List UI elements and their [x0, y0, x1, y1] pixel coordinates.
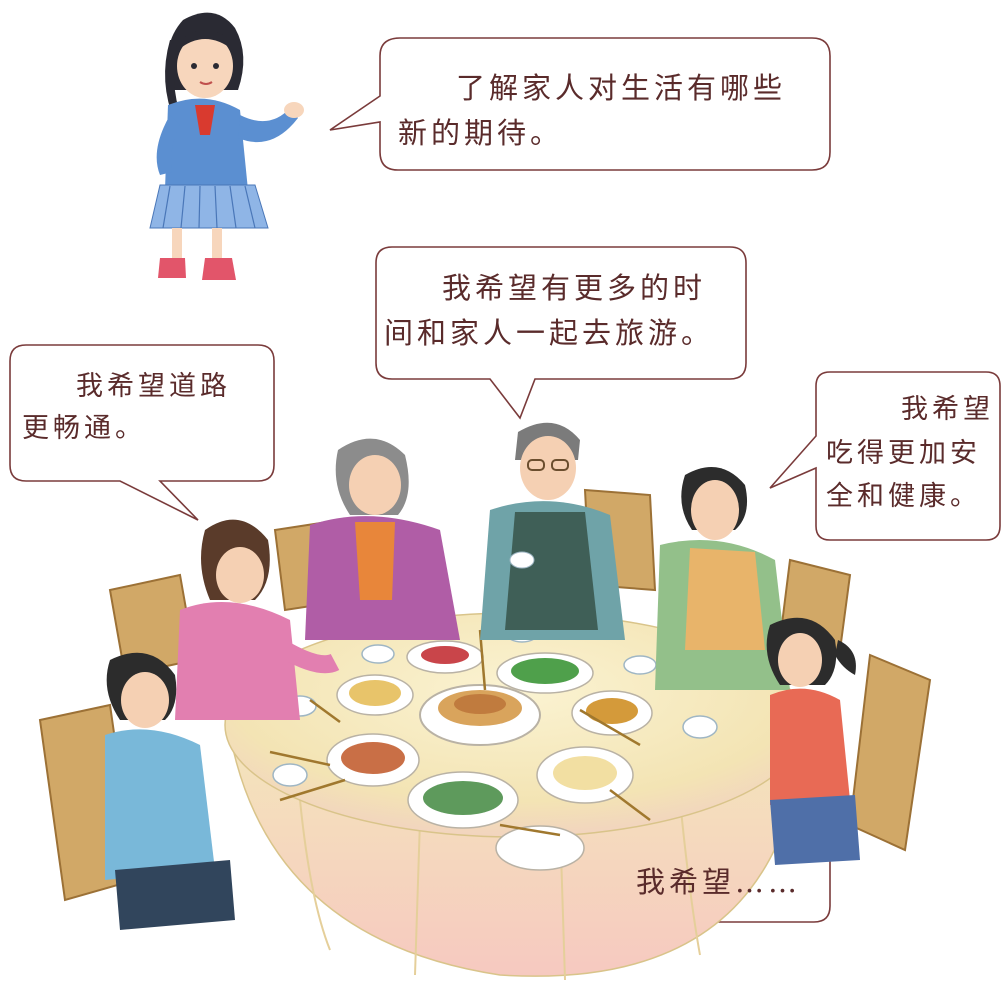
narrator-line-1: 了解家人对生活有哪些 — [456, 71, 787, 105]
mother-line-2: 更畅通。 — [22, 412, 146, 444]
grandfather-figure — [480, 422, 625, 640]
dishes-on-table — [269, 623, 718, 871]
narrator-bubble-text: 了解家人对生活有哪些 新的期待。 — [398, 66, 818, 156]
father-line-3: 全和健康。 — [826, 481, 981, 513]
father-figure — [655, 467, 790, 690]
father-line-2: 吃得更加安 — [826, 437, 981, 469]
mother-bubble-text: 我希望道路 更畅通。 — [22, 366, 272, 450]
narrator-line-2: 新的期待。 — [398, 115, 564, 150]
standing-girl-figure — [149, 12, 304, 280]
father-line-1: 我希望 — [901, 394, 994, 425]
speech-bubble-mother — [9, 344, 275, 521]
grandpa-line-2: 间和家人一起去旅游。 — [384, 315, 715, 350]
father-bubble-text: 我希望 吃得更加安 全和健康。 — [826, 388, 994, 519]
grandpa-bubble-text: 我希望有更多的时 间和家人一起去旅游。 — [384, 266, 734, 356]
mother-line-1: 我希望道路 — [76, 371, 231, 402]
speech-bubble-narrator — [329, 37, 831, 171]
girl-line-1: 我希望…… — [636, 865, 802, 899]
girl-bubble-text: 我希望…… — [636, 860, 826, 905]
mother-figure — [175, 519, 340, 720]
daughter-figure — [766, 617, 860, 865]
grandpa-line-1: 我希望有更多的时 — [442, 271, 707, 305]
speech-bubble-father — [769, 371, 1001, 541]
speech-bubble-grandpa — [375, 246, 747, 420]
boy-figure — [105, 652, 235, 930]
grandmother-figure — [305, 438, 460, 640]
